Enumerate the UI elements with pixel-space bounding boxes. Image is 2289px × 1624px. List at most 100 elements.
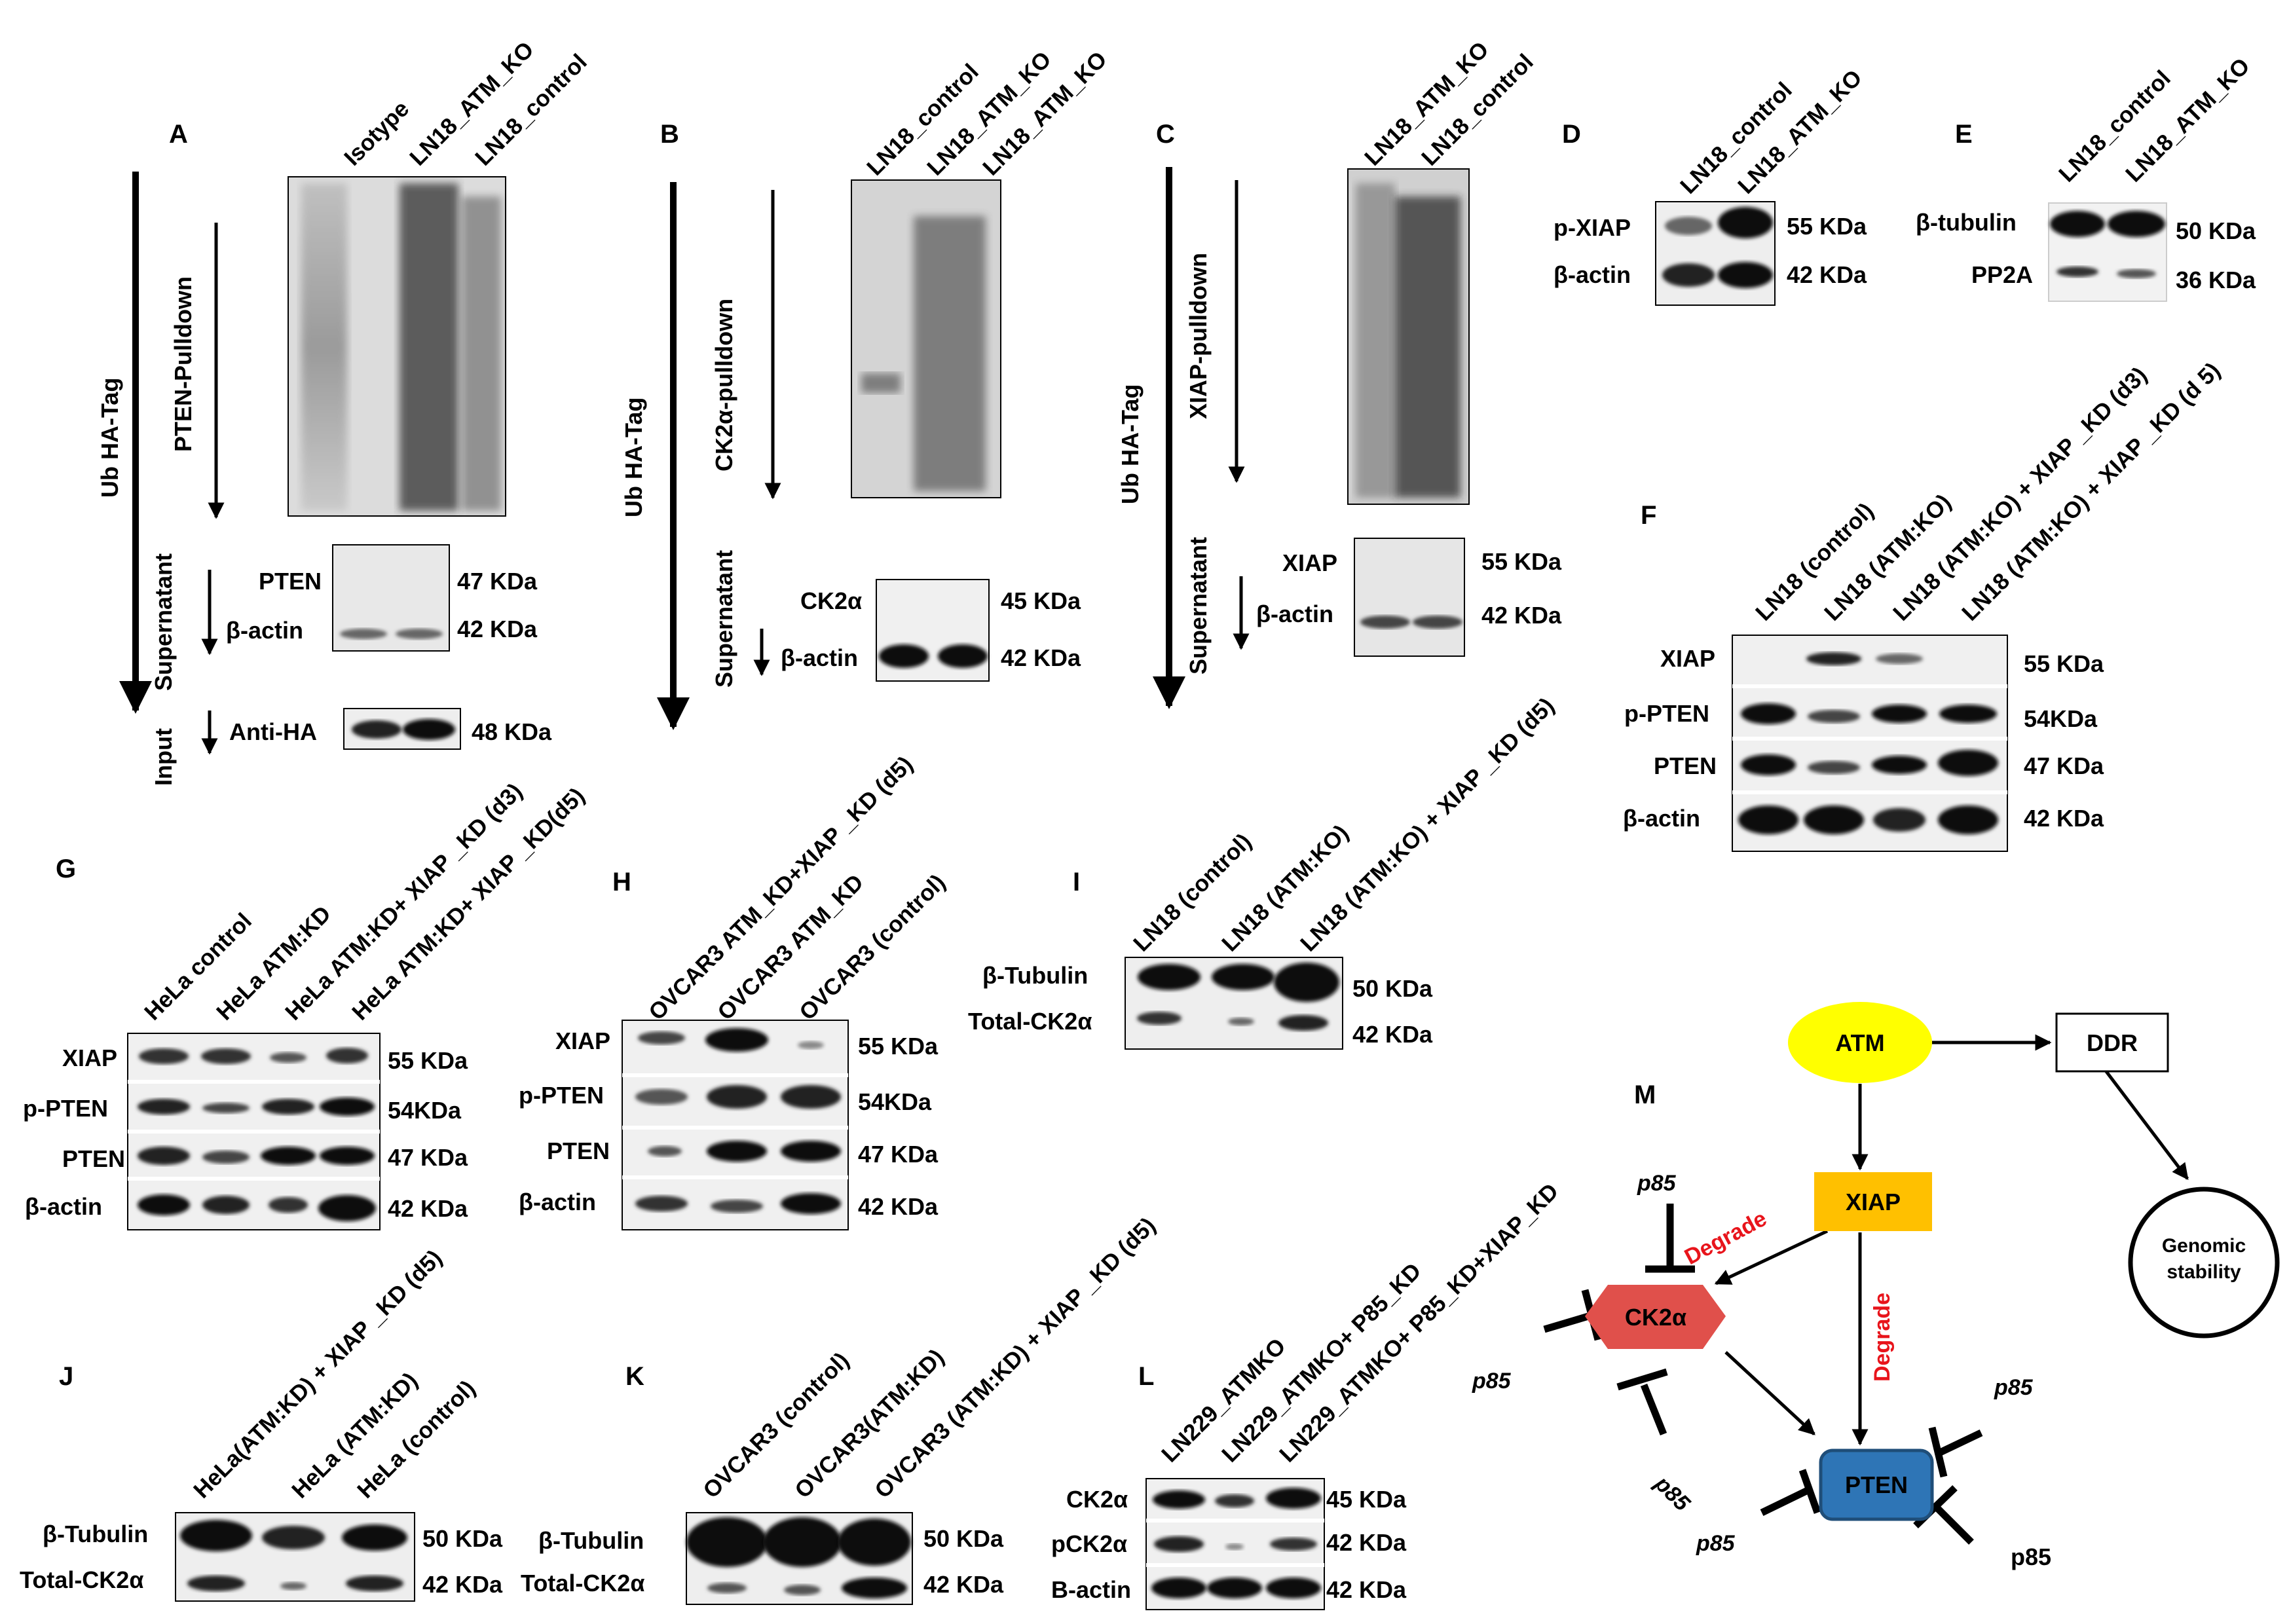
size-label: 54KDa (2024, 705, 2098, 732)
protein-label: p-XIAP (1554, 214, 1631, 241)
blot-f (1732, 635, 2008, 852)
size-label: 45 KDa (1326, 1486, 1407, 1513)
lane-label: LN18_ATM_KO (2121, 53, 2255, 187)
lane-label: OVCAR3 (ATM:KD) + XIAP _KD (d5) (870, 1213, 1161, 1504)
protein-label: β-Tubulin (43, 1521, 148, 1547)
degrade-label: Degrade (1681, 1206, 1771, 1270)
panel-letter-k: K (625, 1362, 644, 1391)
protein-label: β-actin (1623, 805, 1700, 832)
size-label: 42 KDa (923, 1571, 1004, 1598)
protein-label: PTEN (1654, 752, 1717, 779)
blot-a-supernatant (332, 544, 450, 652)
panel-j: J HeLa(ATM:KD) + XIAP _KD (d5) HeLa (ATM… (20, 1245, 503, 1602)
blot-j (175, 1512, 415, 1602)
size-label: 45 KDa (1001, 587, 1081, 614)
ck2-node (1585, 1285, 1726, 1349)
size-label: 54KDa (388, 1097, 462, 1124)
p85-label: p85 (1994, 1375, 2034, 1400)
blot-k (686, 1512, 913, 1605)
panel-letter-e: E (1955, 120, 1973, 149)
size-label: 42 KDa (1352, 1021, 1433, 1048)
size-label: 55 KDa (2024, 650, 2104, 677)
edge-ddr-genomic (2104, 1069, 2189, 1180)
panel-letter-g: G (56, 855, 76, 883)
protein-label: pCK2α (1051, 1530, 1127, 1557)
protein-label: β-actin (25, 1193, 102, 1220)
blot-a-input (343, 708, 461, 750)
size-label: 50 KDa (2176, 217, 2256, 244)
blot-c-supernatant (1354, 538, 1465, 657)
protein-label: Anti-HA (229, 718, 317, 745)
protein-label: Total-CK2α (968, 1008, 1092, 1035)
panel-letter-m: M (1634, 1080, 1656, 1109)
lane-label: Isotype (339, 96, 414, 170)
protein-label: p-PTEN (23, 1095, 108, 1122)
ck2-label: CK2α (1625, 1304, 1686, 1331)
blot-a-pulldown (288, 176, 506, 517)
size-label: 36 KDa (2176, 267, 2256, 293)
size-label: 48 KDa (472, 718, 552, 745)
p85-label: p85 (1472, 1369, 1512, 1393)
panel-letter-c: C (1156, 120, 1175, 149)
step-label: CK2α-pulldown (711, 299, 737, 471)
panel-f: F LN18 (control) LN18 (ATM:KO) LN18 (ATM… (1623, 358, 2225, 852)
size-label: 55 KDa (388, 1047, 468, 1074)
panel-letter-h: H (612, 868, 631, 896)
size-label: 50 KDa (923, 1525, 1004, 1552)
protein-label: β-actin (519, 1189, 596, 1215)
size-label: 47 KDa (457, 568, 538, 595)
blot-g (127, 1033, 381, 1230)
atm-label: ATM (1835, 1029, 1884, 1056)
size-label: 50 KDa (1352, 975, 1433, 1002)
protein-label: B-actin (1051, 1576, 1131, 1603)
blot-e (2048, 202, 2167, 302)
panel-c: C LN18_ATM_KO LN18_control Ub HA-Tag XIA… (1117, 37, 1562, 709)
step-label: XIAP-pulldown (1185, 253, 1212, 419)
lane-label: OVCAR3(ATM:KD) (790, 1344, 949, 1504)
lane-label: LN18 (ATM:KO) + XIAP _KD (d 5) (1957, 358, 2225, 626)
size-label: 54KDa (858, 1088, 932, 1115)
protein-label: XIAP (1660, 645, 1715, 672)
edge-xiap-ck2 (1714, 1229, 1829, 1285)
blot-h (622, 1020, 849, 1230)
panel-letter-i: I (1073, 868, 1080, 896)
protein-label: XIAP (555, 1027, 610, 1054)
p85-label: p85 (1696, 1531, 1736, 1556)
degrade-label: Degrade (1870, 1293, 1895, 1382)
panel-letter-d: D (1562, 120, 1581, 149)
lane-label: OVCAR3 (control) (794, 870, 950, 1025)
size-label: 55 KDa (1481, 548, 1562, 575)
size-label: 42 KDa (1787, 261, 1867, 288)
ddr-node (2055, 1012, 2169, 1073)
step-label: PTEN-Pulldown (170, 276, 196, 452)
size-label: 55 KDa (858, 1033, 939, 1060)
p85-label: p85 (1637, 1171, 1677, 1196)
lane-label: LN18 (ATM:KO) (1819, 489, 1956, 626)
size-label: 47 KDa (388, 1144, 468, 1171)
panel-m: M Degrade Degrade p85 p85 p85 p85 (1472, 1002, 2280, 1570)
blot-i (1125, 957, 1343, 1050)
panel-letter-l: L (1138, 1362, 1154, 1391)
p85-label: p85 (2011, 1543, 2051, 1570)
protein-label: β-actin (1256, 600, 1333, 627)
lane-label: LN18_control (2054, 65, 2176, 187)
step-label: Supernatant (1185, 537, 1212, 674)
size-label: 47 KDa (858, 1141, 939, 1168)
protein-label: p-PTEN (519, 1082, 604, 1109)
step-label: Supernatant (150, 553, 177, 691)
panel-i: I LN18 (control) LN18 (ATM:KO) LN18 (ATM… (968, 693, 1559, 1050)
size-label: 42 KDa (457, 616, 538, 642)
protein-label: XIAP (62, 1044, 117, 1071)
size-label: 42 KDa (2024, 805, 2104, 832)
lane-label: OVCAR3 ATM_KD+XIAP _KD (d5) (644, 751, 918, 1025)
panel-letter-j: J (59, 1362, 73, 1391)
size-label: 42 KDa (1481, 602, 1562, 629)
panel-b: B LN18_control LN18_ATM_KO LN18_ATM_KO U… (620, 46, 1112, 730)
blot-l (1145, 1478, 1325, 1610)
size-label: 42 KDa (1001, 644, 1081, 671)
protein-label: PTEN (259, 568, 322, 595)
step-label: Input (150, 728, 177, 786)
size-label: 42 KDa (1326, 1576, 1407, 1603)
edge-ck2-pten (1724, 1351, 1815, 1435)
size-label: 42 KDa (388, 1195, 468, 1222)
